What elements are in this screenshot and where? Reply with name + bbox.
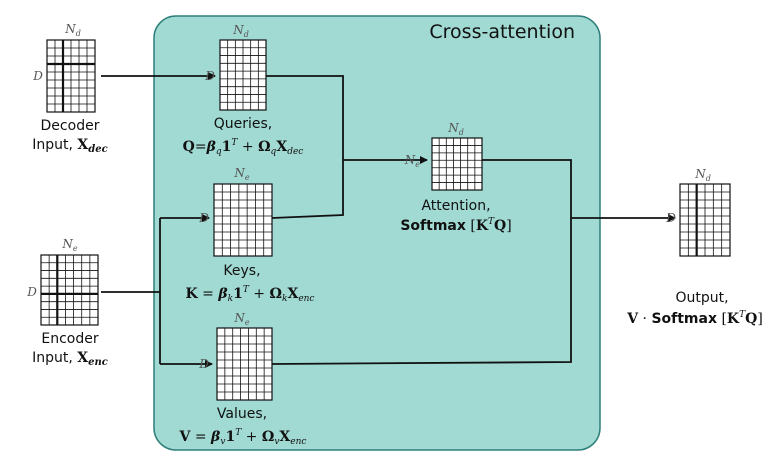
values-top-label: Ne <box>233 311 250 327</box>
queries-equation: Q=βq1T + ΩqXdec <box>183 138 304 157</box>
output-top-label: Nd <box>694 167 711 183</box>
output-matrix <box>679 183 731 257</box>
decoder-input-matrix <box>46 39 96 113</box>
keys-equation: K = βk1T + ΩkXenc <box>186 285 315 304</box>
values-matrix <box>216 327 273 401</box>
values-equation: V = βv1T + ΩvXenc <box>179 428 307 447</box>
matrix-border <box>213 183 273 257</box>
keys-caption: Keys, <box>223 263 260 279</box>
queries-to-attention-line <box>266 75 344 160</box>
attention-side-label: Ne <box>404 153 421 169</box>
decoder-top-label: Nd <box>64 22 81 38</box>
values-caption: Values, <box>217 406 267 422</box>
captions: Decoder Input, Xdec Encoder Input, Xenc … <box>32 116 763 447</box>
values-side-label: D <box>198 357 209 371</box>
queries-side-label: D <box>204 69 215 83</box>
matrix-border <box>216 327 273 401</box>
values-to-junction-line <box>271 218 572 365</box>
attention-equation: Softmax [KTQ] <box>400 217 511 234</box>
encoder-top-label: Ne <box>61 237 78 253</box>
connectors <box>101 72 676 368</box>
attention-matrix <box>431 137 483 191</box>
encoder-caption-line2: Input, Xenc <box>32 350 108 368</box>
dimension-labels: Nd D Ne D Nd D Ne D Ne D Nd Ne Nd D <box>26 22 711 371</box>
queries-matrix <box>219 39 267 111</box>
keys-to-attention-line <box>271 160 344 219</box>
panel-title: Cross-attention <box>429 21 575 43</box>
decoder-side-label: D <box>32 69 43 83</box>
keys-top-label: Ne <box>233 166 250 182</box>
encoder-caption-line1: Encoder <box>41 331 98 347</box>
matrix-border <box>40 254 99 326</box>
queries-caption: Queries, <box>214 116 273 132</box>
decoder-caption-line2: Input, Xdec <box>32 137 107 155</box>
encoder-input-matrix <box>40 254 99 326</box>
attention-top-label: Nd <box>447 121 464 137</box>
output-equation: V · Softmax [KTQ] <box>626 310 763 327</box>
keys-side-label: D <box>198 211 209 225</box>
decoder-caption-line1: Decoder <box>41 118 100 134</box>
keys-matrix <box>213 183 273 257</box>
output-side-label: D <box>665 211 676 225</box>
matrix-border <box>431 137 483 191</box>
output-caption: Output, <box>675 290 728 306</box>
encoder-side-label: D <box>26 285 37 299</box>
attention-to-junction-line <box>482 159 572 218</box>
attention-caption: Attention, <box>421 198 490 214</box>
queries-top-label: Nd <box>232 23 249 39</box>
